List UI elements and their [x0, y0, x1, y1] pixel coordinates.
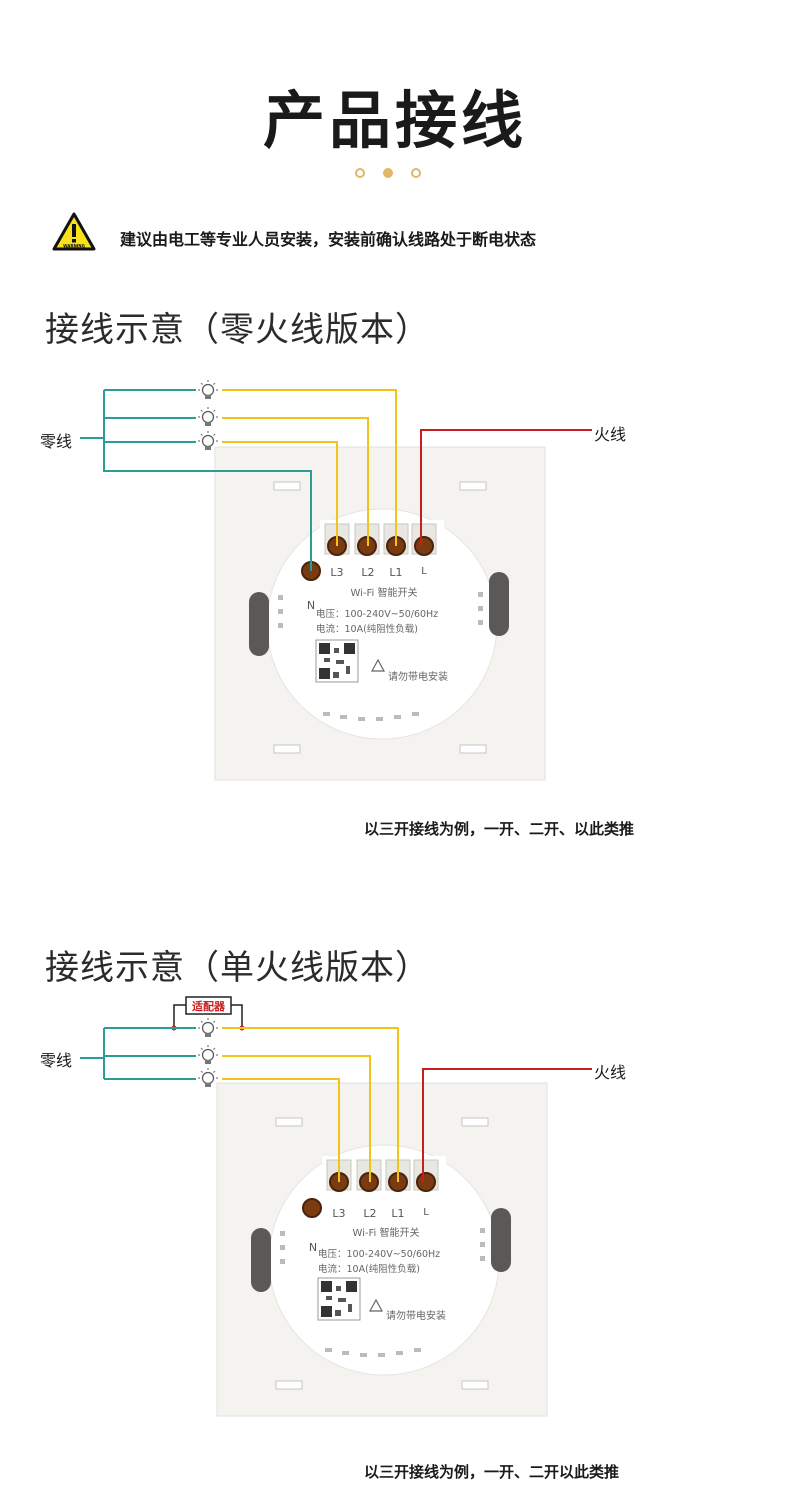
caution-icon	[368, 1298, 384, 1312]
load-wires	[222, 389, 397, 546]
install-notice: 请勿带电安装	[386, 1309, 446, 1322]
neutral-wire-label: 零线	[40, 1051, 73, 1070]
neutral-wire-label: 零线	[40, 432, 73, 451]
terminal-label: N	[309, 1241, 317, 1254]
live-wire-label: 火线	[594, 1063, 627, 1082]
live-wire-label: 火线	[594, 425, 627, 444]
mount-clip	[249, 592, 269, 656]
live-wire	[420, 429, 592, 546]
diagram-title: 接线示意（单火线版本）	[45, 948, 430, 988]
neutral-wires	[80, 1027, 196, 1080]
wiring-diagram-dual: L3 L2 L1 L N Wi-Fi 智能开关 电压：100-240V~50/6…	[80, 380, 592, 781]
terminal-screw	[416, 1172, 436, 1192]
bulb-icon	[198, 1045, 218, 1064]
diagram-title: 接线示意（零火线版本）	[45, 310, 430, 350]
qr-code-icon	[315, 639, 359, 683]
decor-dot	[383, 168, 393, 178]
terminal-label: L1	[389, 566, 402, 579]
device-name: Wi-Fi 智能开关	[352, 1226, 419, 1239]
terminal-label: N	[307, 599, 315, 612]
bulb-icon	[198, 1018, 218, 1037]
terminal-label: L1	[391, 1207, 404, 1220]
current-spec: 电流：10A(纯阻性负载)	[316, 623, 418, 635]
bulb-icon	[198, 380, 218, 399]
current-spec: 电流：10A(纯阻性负载)	[318, 1263, 420, 1275]
install-notice: 请勿带电安装	[388, 670, 448, 683]
terminal-label: L2	[361, 566, 374, 579]
wiring-diagram-single: L3 L2 L1 L N Wi-Fi 智能开关 电压：100-240V~50/6…	[80, 996, 592, 1417]
mount-clip	[251, 1228, 271, 1292]
load-wires	[222, 1027, 399, 1182]
bulb-icon	[198, 407, 218, 426]
page-title: 产品接线	[262, 84, 527, 157]
terminal-label: L3	[332, 1207, 345, 1220]
warning-text: 建议由电工等专业人员安装，安装前确认线路处于断电状态	[120, 230, 537, 249]
decor-dot	[355, 168, 365, 178]
neutral-wires	[80, 389, 312, 571]
diagram-caption: 以三开接线为例，一开、二开、以此类推	[364, 820, 635, 838]
adapter-box: 适配器	[171, 996, 245, 1031]
terminal-block	[301, 523, 437, 581]
terminal-label: L	[423, 1207, 429, 1218]
diagram-caption: 以三开接线为例，一开、二开以此类推	[364, 1463, 620, 1481]
mount-clip	[489, 572, 509, 636]
terminal-screw-neutral	[302, 1198, 322, 1218]
voltage-spec: 电压：100-240V~50/60Hz	[316, 608, 438, 620]
decor-dot	[411, 168, 421, 178]
qr-code-icon	[317, 1277, 361, 1321]
terminal-label: L2	[363, 1207, 376, 1220]
caution-icon	[370, 658, 386, 672]
voltage-spec: 电压：100-240V~50/60Hz	[318, 1248, 440, 1260]
adapter-label: 适配器	[192, 999, 226, 1013]
mount-clip	[491, 1208, 511, 1272]
terminal-label: L	[421, 566, 427, 577]
terminal-label: L3	[330, 566, 343, 579]
bulb-icon	[198, 431, 218, 450]
live-wire	[422, 1068, 592, 1182]
bulb-icon	[198, 1068, 218, 1087]
terminal-screw	[414, 536, 434, 556]
warning-triangle-icon: WARNING	[52, 212, 96, 251]
warning-icon-text: WARNING	[63, 244, 85, 249]
device-name: Wi-Fi 智能开关	[350, 586, 417, 599]
